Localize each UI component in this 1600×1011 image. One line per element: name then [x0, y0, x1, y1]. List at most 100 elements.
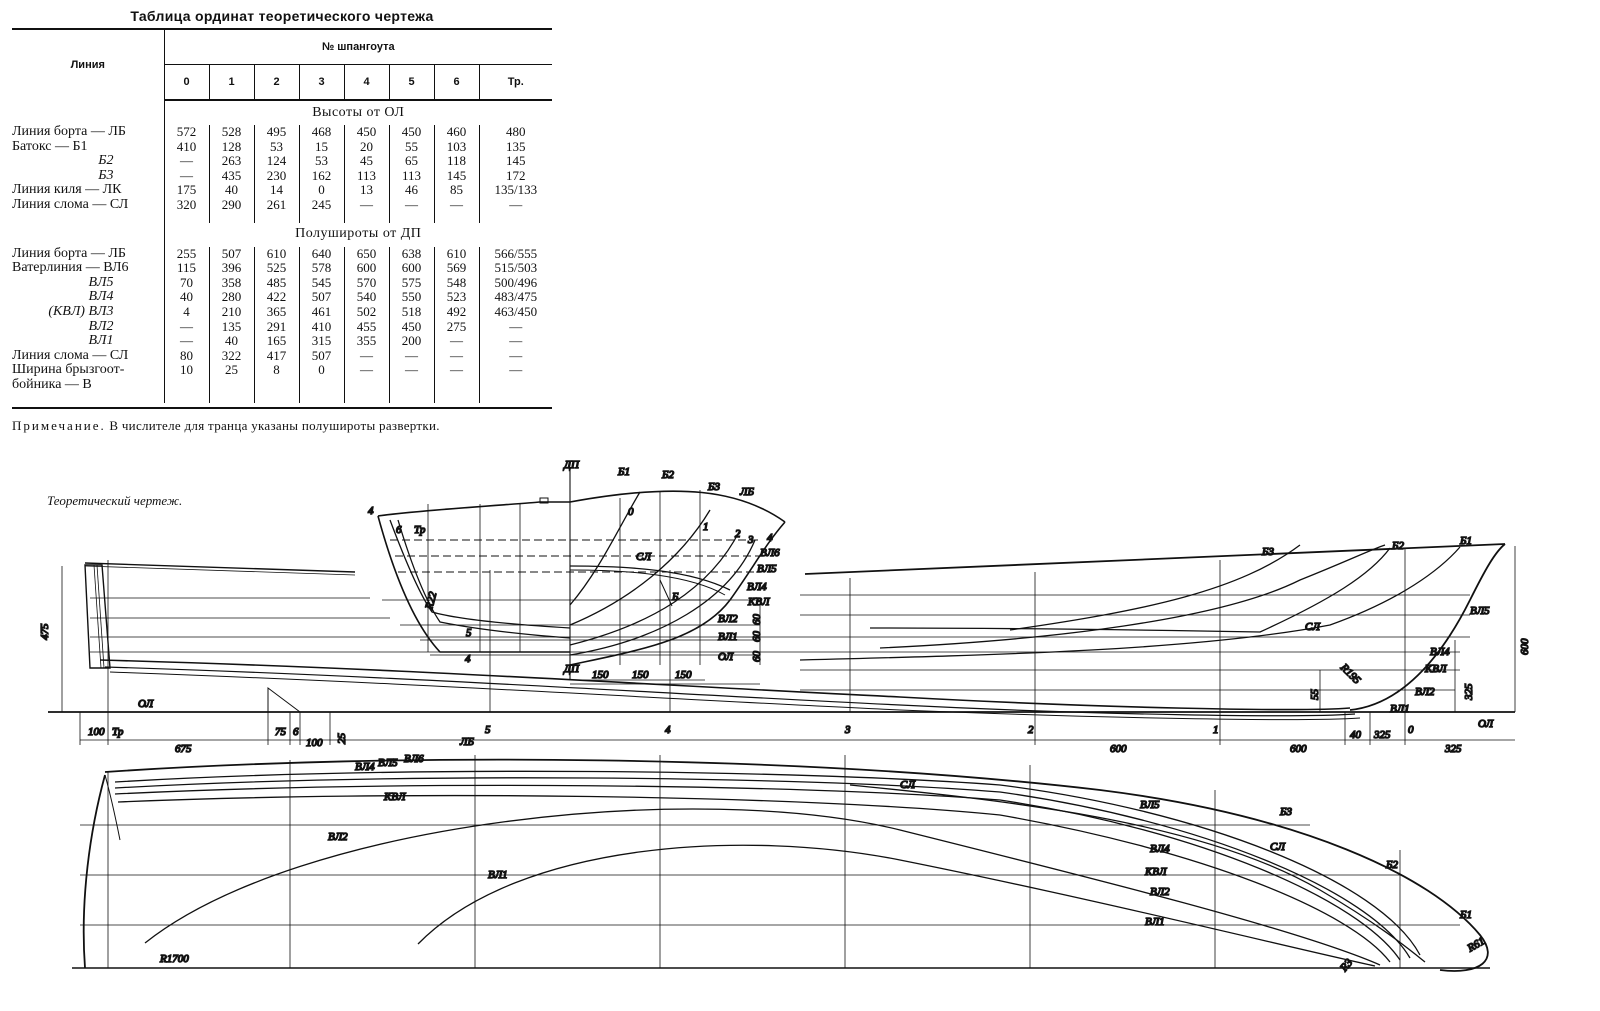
table-cell: 515/503	[478, 261, 553, 276]
frame-column-header: 0	[164, 64, 209, 101]
label-vl5-hb: ВЛ5	[378, 757, 398, 769]
dim-55: 55	[1309, 689, 1321, 701]
dim-150c: 150	[675, 669, 692, 681]
section-4-bottom: 4	[465, 653, 471, 665]
table-cell: 4	[183, 303, 190, 319]
row-label: бойника — В	[12, 377, 165, 403]
table-cell: —	[478, 334, 553, 349]
label-kvl-body: КВЛ	[747, 596, 770, 608]
body-plan: ДП ДП Б1 Б2 Б3 ЛБ 0 1 2 3 4 ВЛ6 ВЛ5 ВЛ4 …	[367, 458, 786, 685]
row-label: Ватерлиния — ВЛ6	[12, 261, 165, 276]
label-vl1-profile: ВЛ1	[1390, 703, 1410, 715]
table-cell: 40	[208, 334, 254, 349]
label-vl2-hb-bow: ВЛ2	[1150, 886, 1170, 898]
table-cell: 113	[388, 168, 434, 184]
frame-column-header: 6	[433, 64, 479, 101]
table-cell: 10	[180, 362, 193, 378]
table-cell: 135/133	[478, 183, 553, 198]
section-5: 5	[466, 627, 472, 639]
table-cell: 315	[298, 334, 344, 349]
table-cell	[298, 377, 344, 403]
half-breadth-plan: ВЛ4 ВЛ5 ВЛ6 ЛБ КВЛ ВЛ2 ВЛ1 СЛ ВЛ5 СЛ ВЛ4…	[72, 735, 1490, 975]
table-cell: 162	[298, 168, 344, 184]
table-cell: 600	[343, 261, 389, 276]
table-cell: 46	[388, 183, 434, 198]
row-label: ВЛ2	[12, 319, 165, 335]
table-cell: —	[388, 197, 434, 223]
dim-150b: 150	[632, 669, 649, 681]
table-cell: 365	[253, 304, 299, 320]
table-cell	[253, 377, 299, 403]
table-cell: 417	[253, 348, 299, 364]
section-4-left: 4	[368, 505, 374, 517]
table-cell: 14	[253, 183, 299, 198]
section-0: 0	[628, 506, 634, 518]
dim-100: 100	[88, 726, 105, 738]
table-cell: 145	[433, 168, 479, 184]
table-cell: —	[478, 363, 553, 378]
row-label: Линия киля — ЛК	[12, 183, 165, 198]
table-cell: 550	[388, 290, 434, 305]
section-title: Полуширoты от ДП	[295, 226, 422, 242]
table-cell: —	[343, 197, 389, 223]
table-cell: 113	[343, 168, 389, 184]
frame-1: 1	[1213, 724, 1219, 736]
dim-r1700: R1700	[159, 953, 189, 965]
label-sl-hb-bow: СЛ	[1270, 841, 1285, 853]
label-lb-hb: ЛБ	[459, 736, 474, 748]
label-vl6-body: ВЛ6	[760, 547, 780, 559]
dim-325c: 325	[1463, 683, 1475, 701]
table-cell: 45	[343, 154, 389, 169]
table-cell: 578	[298, 261, 344, 276]
row-label: Батокс — Б1	[12, 139, 165, 155]
table-cell: —	[180, 318, 193, 334]
table-cell: 500/496	[478, 275, 553, 291]
table-cell: 569	[433, 261, 479, 276]
label-lb-body: ЛБ	[739, 486, 754, 498]
table-cell: 275	[433, 319, 479, 335]
table-cell: 507	[208, 246, 254, 262]
profile-view: 475 ОЛ 100 Тр 675 75 6 100 25 5 4 3 2 1 …	[38, 534, 1531, 755]
label-vl1-hb-bow: ВЛ1	[1145, 916, 1165, 928]
dim-r195: R195	[1337, 661, 1363, 687]
table-cell: 468	[298, 124, 344, 140]
label-b2-hb: Б2	[1385, 859, 1398, 871]
dim-6: 6	[293, 726, 299, 738]
label-b2-profile: Б2	[1391, 540, 1404, 552]
table-cell: 610	[253, 246, 299, 262]
note-head: Примечание.	[12, 417, 106, 433]
label-b3-profile: Б3	[1261, 546, 1274, 558]
frame-0: 0	[1408, 724, 1414, 736]
label-sl-profile: СЛ	[1305, 621, 1320, 633]
table-cell: —	[343, 348, 389, 364]
table-cell	[388, 377, 434, 403]
ordinate-table-block: Таблица ординат теоретического чертежа Л…	[12, 4, 553, 434]
table-cell: 145	[478, 154, 553, 169]
section-1: 1	[703, 521, 709, 533]
dim-r22: R22	[423, 590, 440, 612]
table-cell: 20	[343, 139, 389, 155]
table-cell: 55	[388, 139, 434, 155]
dim-475: 475	[39, 623, 51, 640]
table-cell: 291	[253, 319, 299, 335]
dim-r3: R3	[1337, 956, 1355, 974]
table-cell: —	[433, 348, 479, 364]
table-cell: 492	[433, 304, 479, 320]
table-cell: 255	[176, 245, 197, 261]
table-cell: 463/450	[478, 304, 553, 320]
label-b1-hb: Б1	[1459, 909, 1472, 921]
dim-75: 75	[275, 726, 287, 738]
table-cell: 210	[208, 304, 254, 320]
row-label: (КВЛ) ВЛ3	[12, 304, 165, 320]
table-cell: 65	[388, 154, 434, 169]
label-vl5-profile: ВЛ5	[1470, 605, 1490, 617]
label-vl6-hb: ВЛ6	[404, 753, 424, 765]
table-cell: 483/475	[478, 290, 553, 305]
label-sl-hb: СЛ	[900, 779, 915, 791]
table-cell: 507	[298, 290, 344, 305]
